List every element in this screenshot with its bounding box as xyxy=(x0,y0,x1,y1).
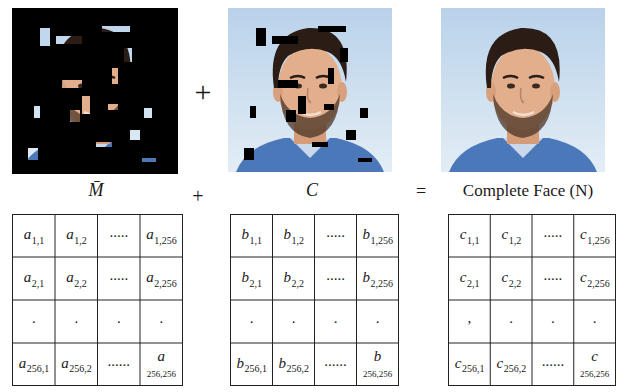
matrix-grid xyxy=(449,215,616,386)
matrix-grid xyxy=(13,215,183,386)
matrix-entry: b xyxy=(284,227,292,242)
matrix-entry: a xyxy=(158,349,166,364)
matrix-entry: c xyxy=(591,349,598,364)
matrix-entry: b xyxy=(363,227,371,242)
ellipsis: . xyxy=(74,311,78,326)
entry-subscript: 2,1 xyxy=(32,279,45,289)
entry-subscript: 256,1 xyxy=(462,364,485,374)
ellipsis: . xyxy=(509,311,513,326)
entry-subscript: 256,2 xyxy=(287,364,310,374)
matrix-entry: b xyxy=(279,356,287,371)
matrix-entry: c xyxy=(455,356,462,371)
matrix-entry: c xyxy=(502,270,509,285)
entry-subscript: 1,2 xyxy=(292,236,305,246)
entry-subscript: 256,2 xyxy=(504,364,527,374)
entry-subscript: 256,2 xyxy=(69,364,92,374)
ellipsis: . xyxy=(250,311,254,326)
ellipsis: ..... xyxy=(544,268,563,283)
matrix-entry: a xyxy=(19,356,27,371)
mask-image xyxy=(12,8,178,174)
entry-subscript: 1,1 xyxy=(467,236,480,246)
matrix-entry: b xyxy=(237,356,245,371)
matrix-entry: b xyxy=(363,270,371,285)
entry-subscript: 256,1 xyxy=(245,364,268,374)
ellipsis: . xyxy=(593,311,597,326)
entry-subscript: 2,256 xyxy=(371,279,394,289)
matrix-entry: b xyxy=(242,227,250,242)
ellipsis: ...... xyxy=(542,354,565,369)
matrix-entry: a xyxy=(66,270,74,285)
matrix-entry: b xyxy=(242,270,250,285)
ellipsis: . xyxy=(32,311,36,326)
matrix-entry: a xyxy=(146,270,154,285)
entry-subscript: 256,256 xyxy=(147,370,176,379)
ellipsis: ..... xyxy=(109,225,128,240)
matrix-entry: a xyxy=(24,227,32,242)
ellipsis: . xyxy=(292,311,296,326)
entry-subscript: 2,1 xyxy=(250,279,263,289)
entry-subscript: 2,2 xyxy=(509,279,522,289)
entry-subscript: 1,256 xyxy=(587,236,610,246)
matrix-caption: Complete Face (N) xyxy=(463,182,593,199)
ellipsis: . xyxy=(334,311,338,326)
entry-subscript: 2,1 xyxy=(467,279,480,289)
entry-subscript: 2,256 xyxy=(154,279,177,289)
ellipsis: ..... xyxy=(326,225,345,240)
ellipsis: . xyxy=(376,311,380,326)
matrix-entry: c xyxy=(502,227,509,242)
matrix-symbol: C xyxy=(306,181,318,199)
entry-subscript: 1,2 xyxy=(509,236,522,246)
matrix-symbol: M̄ xyxy=(89,181,104,199)
entry-subscript: 256,256 xyxy=(580,370,609,379)
ellipsis: . xyxy=(159,311,163,326)
matrix-entry: a xyxy=(146,227,154,242)
ellipsis: . xyxy=(117,311,121,326)
ellipsis: ...... xyxy=(324,354,347,369)
entry-subscript: 256,1 xyxy=(27,364,50,374)
matrix-entry: c xyxy=(460,227,467,242)
ellipsis: ..... xyxy=(326,268,345,283)
ellipsis: ...... xyxy=(108,354,131,369)
entry-subscript: 256,256 xyxy=(363,370,392,379)
ellipsis: ..... xyxy=(544,225,563,240)
entry-subscript: 1,1 xyxy=(250,236,263,246)
ellipsis: ..... xyxy=(109,268,128,283)
matrix-entry: b xyxy=(374,349,382,364)
entry-subscript: 1,1 xyxy=(32,236,45,246)
matrix-entry: b xyxy=(284,270,292,285)
matrix-entry: c xyxy=(580,270,587,285)
equals-sign: = xyxy=(416,182,426,200)
masked-face-image xyxy=(228,8,392,172)
matrix-entry: c xyxy=(460,270,467,285)
entry-subscript: 1,256 xyxy=(371,236,394,246)
entry-subscript: 2,256 xyxy=(587,279,610,289)
plus-sign: + xyxy=(195,77,212,107)
entry-subscript: 1,2 xyxy=(74,236,87,246)
matrix-entry: c xyxy=(497,356,504,371)
matrix-entry: a xyxy=(24,270,32,285)
matrix-entry: a xyxy=(66,227,74,242)
matrix-grid xyxy=(231,215,399,386)
matrix-entry: c xyxy=(580,227,587,242)
matrix-entry: a xyxy=(61,356,69,371)
ellipsis: . xyxy=(551,311,555,326)
entry-subscript: 1,256 xyxy=(154,236,177,246)
plus-sign: + xyxy=(192,186,203,206)
entry-subscript: 2,2 xyxy=(292,279,305,289)
entry-subscript: 2,2 xyxy=(74,279,87,289)
complete-face-image xyxy=(441,8,605,172)
ellipsis: , xyxy=(468,311,472,326)
